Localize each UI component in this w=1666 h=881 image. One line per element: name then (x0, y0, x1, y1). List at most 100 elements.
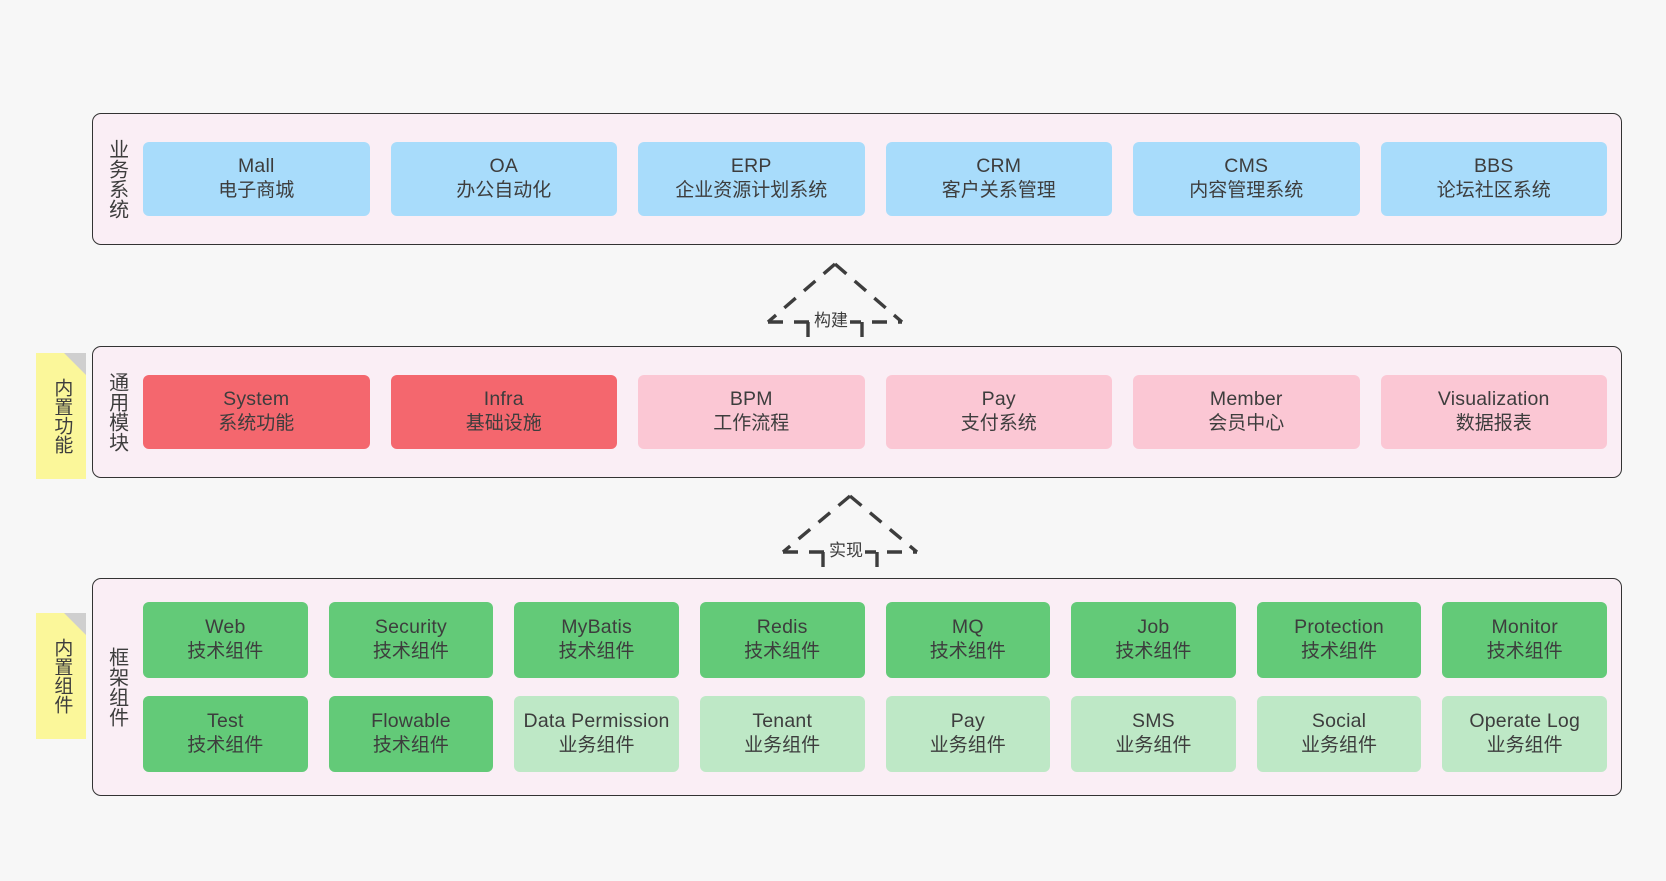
module-card-subtitle: 办公自动化 (456, 180, 552, 202)
module-card-subtitle: 支付系统 (960, 413, 1037, 435)
component-card-title: Monitor (1491, 615, 1558, 638)
module-card-crm[interactable]: CRM 客户关系管理 (885, 142, 1112, 216)
component-card-security[interactable]: Security 技术组件 (328, 602, 494, 678)
component-card-subtitle: 业务组件 (1115, 735, 1192, 757)
module-card-title: Member (1209, 387, 1283, 410)
component-card-web[interactable]: Web 技术组件 (143, 602, 308, 678)
module-card-system[interactable]: System 系统功能 (143, 375, 370, 449)
module-card-subtitle: 内容管理系统 (1189, 180, 1304, 202)
component-card-title: Security (374, 615, 447, 638)
component-card-subtitle: 技术组件 (372, 735, 449, 757)
component-card-social[interactable]: Social 业务组件 (1256, 696, 1422, 772)
arrow-implement: 实现 (775, 490, 925, 578)
section-body-common-modules: System 系统功能 Infra 基础设施 BPM 工作流程 Pay 支付系统… (139, 347, 1621, 477)
module-card-subtitle: 电子商城 (218, 180, 295, 202)
row: Mall 电子商城 OA 办公自动化 ERP 企业资源计划系统 CRM 客户关系… (143, 142, 1607, 216)
sticky-note-label: 内置功能 (51, 378, 73, 454)
section-body-business-systems: Mall 电子商城 OA 办公自动化 ERP 企业资源计划系统 CRM 客户关系… (139, 114, 1621, 244)
module-card-title: ERP (730, 154, 772, 177)
component-card-subtitle: 技术组件 (1486, 641, 1563, 663)
module-card-title: Infra (483, 387, 524, 410)
component-card-title: Pay (950, 709, 985, 732)
component-card-title: Tenant (752, 709, 813, 732)
component-card-mq[interactable]: MQ 技术组件 (885, 602, 1051, 678)
module-card-member[interactable]: Member 会员中心 (1133, 375, 1360, 449)
component-card-title: Web (205, 615, 246, 638)
row: Web 技术组件 Security 技术组件 MyBatis 技术组件 Redi… (143, 602, 1607, 678)
component-card-title: MQ (951, 615, 984, 638)
section-title-framework-components: 框架组件 (105, 647, 128, 727)
component-card-pay[interactable]: Pay 业务组件 (885, 696, 1051, 772)
component-card-title: Flowable (371, 709, 451, 732)
component-card-subtitle: 业务组件 (929, 735, 1006, 757)
arrow-build: 构建 (760, 258, 910, 348)
component-card-title: Data Permission (523, 709, 670, 732)
module-card-bpm[interactable]: BPM 工作流程 (638, 375, 865, 449)
module-card-subtitle: 客户关系管理 (941, 180, 1056, 202)
section-title-business-systems: 业务系统 (105, 139, 128, 219)
component-card-title: Social (1311, 709, 1367, 732)
module-card-title: Pay (981, 387, 1016, 410)
module-card-subtitle: 基础设施 (465, 413, 542, 435)
module-card-title: Mall (237, 154, 275, 177)
module-card-title: Visualization (1437, 387, 1550, 410)
module-card-bbs[interactable]: BBS 论坛社区系统 (1380, 142, 1607, 216)
module-card-subtitle: 数据报表 (1455, 413, 1532, 435)
component-card-subtitle: 技术组件 (187, 641, 264, 663)
component-card-subtitle: 技术组件 (187, 735, 264, 757)
module-card-title: CMS (1224, 154, 1269, 177)
component-card-subtitle: 技术组件 (558, 641, 635, 663)
component-card-flowable[interactable]: Flowable 技术组件 (328, 696, 494, 772)
module-card-title: OA (489, 154, 519, 177)
module-card-title: System (223, 387, 290, 410)
module-card-erp[interactable]: ERP 企业资源计划系统 (638, 142, 865, 216)
component-card-subtitle: 技术组件 (929, 641, 1006, 663)
module-card-title: CRM (976, 154, 1022, 177)
sticky-note-builtin-components: 内置组件 (36, 613, 86, 739)
component-card-subtitle: 技术组件 (1301, 641, 1378, 663)
module-card-subtitle: 企业资源计划系统 (675, 180, 828, 202)
component-card-title: Test (207, 709, 244, 732)
module-card-subtitle: 工作流程 (713, 413, 790, 435)
section-business-systems: 业务系统 Mall 电子商城 OA 办公自动化 ERP 企业资源计划系统 CRM… (92, 113, 1622, 245)
module-card-oa[interactable]: OA 办公自动化 (390, 142, 617, 216)
component-card-test[interactable]: Test 技术组件 (143, 696, 308, 772)
module-card-cms[interactable]: CMS 内容管理系统 (1133, 142, 1360, 216)
module-card-subtitle: 论坛社区系统 (1436, 180, 1551, 202)
component-card-data-permission[interactable]: Data Permission 业务组件 (514, 696, 679, 772)
section-body-framework-components: Web 技术组件 Security 技术组件 MyBatis 技术组件 Redi… (139, 579, 1621, 795)
component-card-title: MyBatis (561, 615, 632, 638)
module-card-title: BPM (729, 387, 773, 410)
sticky-note-builtin-features: 内置功能 (36, 353, 86, 479)
module-card-infra[interactable]: Infra 基础设施 (390, 375, 617, 449)
component-card-job[interactable]: Job 技术组件 (1071, 602, 1236, 678)
component-card-sms[interactable]: SMS 业务组件 (1071, 696, 1236, 772)
arrow-build-label: 构建 (812, 306, 850, 331)
module-card-subtitle: 会员中心 (1208, 413, 1285, 435)
component-card-operate-log[interactable]: Operate Log 业务组件 (1442, 696, 1607, 772)
component-card-subtitle: 业务组件 (558, 735, 635, 757)
component-card-subtitle: 技术组件 (1115, 641, 1192, 663)
note-fold-corner (64, 613, 86, 635)
component-card-tenant[interactable]: Tenant 业务组件 (699, 696, 865, 772)
component-card-protection[interactable]: Protection 技术组件 (1256, 602, 1422, 678)
component-card-subtitle: 技术组件 (744, 641, 821, 663)
component-card-subtitle: 业务组件 (744, 735, 821, 757)
module-card-title: BBS (1473, 154, 1514, 177)
component-card-monitor[interactable]: Monitor 技术组件 (1442, 602, 1607, 678)
component-card-title: SMS (1132, 709, 1175, 732)
module-card-mall[interactable]: Mall 电子商城 (143, 142, 370, 216)
component-card-mybatis[interactable]: MyBatis 技术组件 (514, 602, 679, 678)
section-framework-components: 框架组件 Web 技术组件 Security 技术组件 MyBatis 技术组件… (92, 578, 1622, 796)
component-card-redis[interactable]: Redis 技术组件 (699, 602, 865, 678)
section-common-modules: 通用模块 System 系统功能 Infra 基础设施 BPM 工作流程 Pay… (92, 346, 1622, 478)
component-card-subtitle: 技术组件 (372, 641, 449, 663)
arrow-implement-label: 实现 (827, 536, 865, 561)
component-card-title: Operate Log (1469, 709, 1580, 732)
module-card-visualization[interactable]: Visualization 数据报表 (1380, 375, 1607, 449)
row: System 系统功能 Infra 基础设施 BPM 工作流程 Pay 支付系统… (143, 375, 1607, 449)
module-card-pay[interactable]: Pay 支付系统 (885, 375, 1112, 449)
component-card-title: Redis (756, 615, 808, 638)
row: Test 技术组件 Flowable 技术组件 Data Permission … (143, 696, 1607, 772)
